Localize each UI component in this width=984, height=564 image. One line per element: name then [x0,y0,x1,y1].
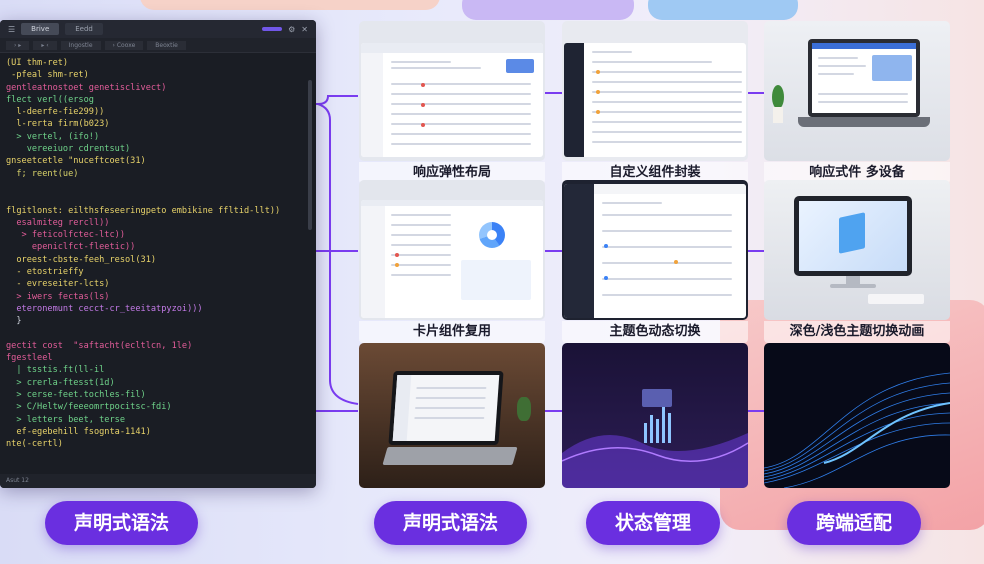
code-line: flgitlonst: eilthsfeseeringpeto embikine… [6,205,281,216]
code-line: > iwers fectas(ls) [6,291,110,302]
laptop-base [798,117,930,127]
feature-pill[interactable]: 跨端适配 [787,501,921,545]
code-line [6,328,310,340]
close-icon[interactable]: ✕ [301,24,308,34]
code-area[interactable]: (UI thm-ret) -pfeal shm-ret)gentleatnost… [0,53,316,455]
code-line: vereeiuor cdrentsut) [6,144,131,155]
theme-screenshot [564,184,746,318]
code-line: - etostrieffy [6,267,84,278]
monitor-screen [794,196,912,276]
code-line [6,192,310,204]
tile-image-theme [562,180,748,320]
code-line: - evreseiter-lcts) [6,279,110,290]
code-line: > feticolfctec-ltc)) [6,230,125,241]
feature-tile[interactable] [764,343,950,488]
tile-caption: 主题色动态切换 [562,321,748,343]
code-line: (UI thm-ret) [6,58,69,68]
decor-blob [648,0,798,20]
code-editor-window: ☰ Brive Eedd ⚙ ✕ › ▸ ▸ ‹ Ingostle › Coox… [0,20,316,488]
code-line: -pfeal shm-ret) [6,70,89,81]
code-line: fgestleel [6,353,53,364]
feature-tile[interactable] [562,343,748,488]
feature-tile[interactable]: 深色/浅色主题切换动画 [764,180,950,343]
code-line: | tsstis.ft(ll-il [6,365,105,376]
tile-image-dashboard [359,21,545,161]
file-tab[interactable]: Beoxtie [147,40,186,50]
settings-icon[interactable]: ⚙ [288,24,296,34]
tile-caption: 卡片组件复用 [359,321,545,343]
feature-tile[interactable] [359,343,545,488]
donut-chart [479,222,505,248]
file-tab[interactable]: › Cooxe [104,40,144,50]
code-line: f; reent(ue) [6,168,79,179]
code-line: gentleatnostoet genetisclivect) [6,82,167,93]
file-tab[interactable]: ▸ ‹ [33,40,57,50]
tile-caption: 深色/浅色主题切换动画 [764,321,950,343]
tile-image-laptop [764,21,950,161]
editor-action-button[interactable] [262,27,283,31]
code-line: > crerla-ftesst(1d) [6,377,115,388]
decor-blob [462,0,634,20]
menu-icon[interactable]: ☰ [8,24,16,34]
editor-tab[interactable]: Brive [21,23,60,35]
plant-icon [770,85,786,125]
code-line: gectit cost "saftacht(ecltlcn, 1le) [6,340,193,351]
code-line [6,180,310,192]
tile-image-monitor [764,180,950,320]
code-line: ef-egebehill fsognta-1141) [6,426,151,437]
code-line: eteronemunt cecct-cr_teeitatpyzoi))) [6,303,203,314]
tile-image-laptop-desk [359,343,545,488]
connector-line [317,103,359,405]
laptop-screen [808,39,920,117]
code-line: esalmiteg rercll)) [6,217,110,228]
components-screenshot [564,43,746,157]
file-tab[interactable]: Ingostle [60,40,101,50]
tile-image-components [562,21,748,161]
code-line: oreest-cbste-feeh_resol(31) [6,254,157,265]
code-line: gnseetcetle "nuceftcoet(31) [6,156,146,167]
editor-scrollbar[interactable] [308,80,312,230]
feature-tile[interactable]: 响应式件 多设备 [764,21,950,184]
code-line: > letters beet, terse [6,414,125,425]
tile-image-analytics [562,343,748,488]
code-line: nte(-certl) [6,439,63,450]
code-line: epeniclfct-fleetic)) [6,242,136,253]
tile-image-cards [359,180,545,320]
code-line: l-rerta firm(b023) [6,119,110,130]
tile-caption: 响应式件 多设备 [764,162,950,184]
feature-tile[interactable]: 卡片组件复用 [359,180,545,343]
tile-image-wave [764,343,950,488]
feature-pill[interactable]: 声明式语法 [374,501,527,545]
code-line: } [6,316,22,327]
decor-blob [140,0,440,10]
dashboard-screenshot [361,43,543,157]
cards-screenshot [361,200,543,318]
file-tabs: › ▸ ▸ ‹ Ingostle › Cooxe Beoxtie [0,38,316,53]
code-line: flect verl((ersog [6,94,94,105]
feature-pill[interactable]: 声明式语法 [45,501,198,545]
code-line: > vertel, (ifo!) [6,131,100,142]
tile-caption: 响应弹性布局 [359,162,545,184]
wave-chart [562,389,748,488]
editor-titlebar: ☰ Brive Eedd ⚙ ✕ [0,20,316,38]
code-line: > cerse-feet.tochles-fil) [6,390,146,401]
editor-tab[interactable]: Eedd [65,23,103,35]
tile-caption: 自定义组件封装 [562,162,748,184]
editor-status-bar: Asut 12 [0,474,316,488]
code-line: > C/Heltw/feeeomrtpocitsc-fdi) [6,402,172,413]
file-tab[interactable]: › ▸ [6,40,30,50]
feature-tile[interactable]: 响应弹性布局 [359,21,545,184]
feature-tile[interactable]: 主题色动态切换 [562,180,748,343]
code-line: l-deerfe-fie299)) [6,107,105,118]
feature-pill[interactable]: 状态管理 [586,501,720,545]
feature-tile[interactable]: 自定义组件封装 [562,21,748,184]
wave-lines [764,372,950,488]
